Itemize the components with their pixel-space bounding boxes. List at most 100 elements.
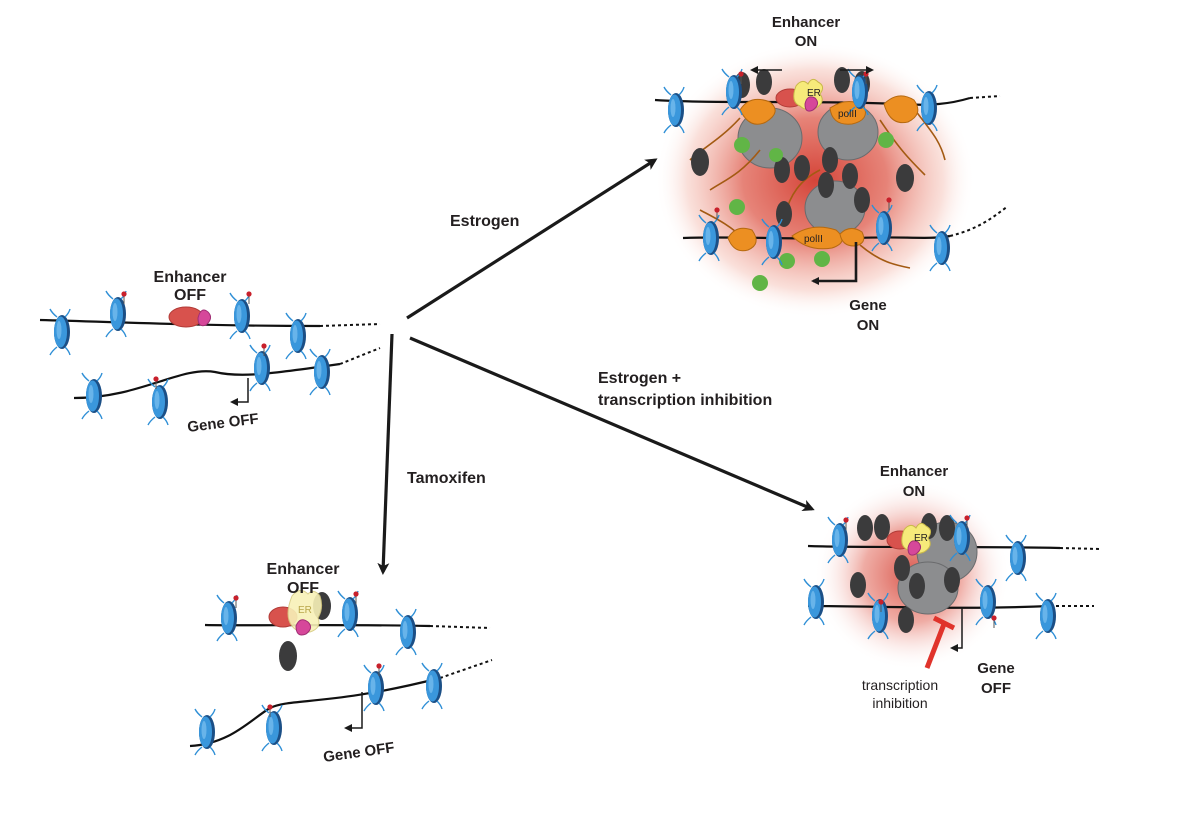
green-factor bbox=[878, 132, 894, 148]
er-label: ER bbox=[914, 533, 928, 544]
inhibitor-label-line2: inhibition bbox=[872, 695, 927, 711]
inhibitor-label-line1: transcription bbox=[862, 677, 938, 693]
nucleosome-icon bbox=[285, 312, 307, 360]
green-factor bbox=[779, 253, 795, 269]
tamoxifen-gene-label: Gene OFF bbox=[322, 739, 395, 766]
green-factor bbox=[769, 148, 783, 162]
polii-protein bbox=[839, 228, 865, 247]
dark-protein bbox=[842, 163, 858, 189]
polii-tail bbox=[914, 109, 946, 161]
dna-dashed-end bbox=[1059, 547, 1101, 550]
transcription-start-arrow-icon bbox=[950, 608, 963, 652]
initial-enhancer-title: Enhancer bbox=[154, 269, 227, 286]
polii-tail bbox=[859, 244, 911, 269]
initial-enhancer-state: OFF bbox=[174, 287, 206, 304]
dark-protein bbox=[898, 607, 914, 633]
polii-tail bbox=[879, 119, 926, 176]
inhibition-bar-icon bbox=[924, 615, 956, 669]
dna-dashed-end bbox=[339, 347, 381, 365]
nucleosome-icon bbox=[105, 290, 127, 338]
dna-dashed-end bbox=[429, 625, 491, 629]
inhibition-arrow-label-line1: Estrogen + bbox=[598, 370, 681, 387]
nucleosome-icon bbox=[194, 708, 216, 756]
dark-protein bbox=[909, 573, 925, 599]
dark-protein bbox=[834, 67, 850, 93]
nucleosome-icon bbox=[249, 344, 271, 392]
dark-protein bbox=[857, 515, 873, 541]
dna-dashed-end bbox=[969, 95, 1001, 99]
tamoxifen-state-panel: ER Enhancer OFF Gene OFF bbox=[189, 561, 493, 766]
polii-protein bbox=[727, 227, 757, 252]
nucleosome-icon bbox=[216, 594, 238, 642]
nucleosome-icon bbox=[1035, 592, 1057, 640]
gene-dna-strand bbox=[73, 362, 341, 400]
cofactor bbox=[804, 96, 819, 112]
inhibition-gene-title: Gene bbox=[977, 660, 1015, 677]
dark-protein bbox=[774, 157, 790, 183]
nucleosome-icon bbox=[395, 608, 417, 656]
estrogen-enhancer-state: ON bbox=[795, 33, 818, 50]
estrogen-gene-state: ON bbox=[857, 317, 880, 334]
nucleosome-icon bbox=[337, 590, 359, 638]
nucleosome-icon bbox=[421, 662, 443, 710]
estrogen-enhancer-title: Enhancer bbox=[772, 14, 841, 31]
er-label: ER bbox=[298, 605, 312, 616]
transition-arrows bbox=[377, 158, 815, 575]
polii-label: polII bbox=[804, 234, 823, 245]
green-factor bbox=[814, 251, 830, 267]
transcription-start-arrow-icon bbox=[230, 378, 249, 406]
er-protein bbox=[287, 590, 323, 633]
green-factor bbox=[752, 275, 768, 291]
polii-protein bbox=[739, 98, 776, 125]
polii-protein bbox=[883, 95, 919, 124]
nucleosome-icon bbox=[363, 664, 385, 712]
nucleosome-icon bbox=[81, 372, 103, 420]
cofactor bbox=[907, 540, 922, 556]
tamoxifen-enhancer-state: OFF bbox=[287, 580, 319, 597]
polii-tail bbox=[709, 149, 761, 191]
dark-protein bbox=[894, 555, 910, 581]
nucleosome-icon bbox=[229, 292, 251, 340]
tamoxifen-arrow-label: Tamoxifen bbox=[407, 470, 486, 487]
dark-protein bbox=[818, 172, 834, 198]
estrogen-arrow-label: Estrogen bbox=[450, 213, 519, 230]
tamoxifen-enhancer-title: Enhancer bbox=[267, 561, 340, 578]
dark-protein bbox=[874, 514, 890, 540]
dark-protein bbox=[854, 187, 870, 213]
dark-protein bbox=[896, 164, 914, 192]
dark-protein bbox=[944, 567, 960, 593]
dna-dashed-end bbox=[949, 205, 1009, 237]
initial-gene-label: Gene OFF bbox=[186, 410, 259, 436]
dark-protein bbox=[822, 147, 838, 173]
estrogen-state-panel: ER polII polII Enhancer ON Gene ON bbox=[654, 14, 1009, 334]
transcription-start-arrow-icon bbox=[811, 242, 858, 285]
dark-protein bbox=[850, 572, 866, 598]
cofactor bbox=[197, 309, 212, 327]
cofactor bbox=[295, 619, 312, 636]
dark-protein bbox=[756, 69, 772, 95]
nucleosome-icon bbox=[309, 348, 331, 396]
dark-protein bbox=[279, 641, 297, 671]
estrogen-gene-title: Gene bbox=[849, 297, 887, 314]
gene-dna-strand bbox=[189, 676, 441, 748]
inhibition-enhancer-state: ON bbox=[903, 483, 926, 500]
nucleosome-icon bbox=[49, 308, 71, 356]
dna-dashed-end bbox=[319, 323, 381, 327]
dark-protein bbox=[691, 148, 709, 176]
inhibition-state-panel: ER Enhancer ON transcription inhibition … bbox=[803, 463, 1101, 711]
dna-dashed-end bbox=[439, 659, 493, 679]
initial-state-panel: Enhancer OFF Gene OFF bbox=[39, 269, 381, 436]
inhibition-gene-state: OFF bbox=[981, 680, 1011, 697]
dark-protein bbox=[776, 201, 792, 227]
polii-label: polII bbox=[838, 109, 857, 120]
enhancer-dna-strand bbox=[39, 318, 321, 328]
nucleosome-icon bbox=[147, 378, 169, 426]
inhibition-arrow-label-line2: transcription inhibition bbox=[598, 392, 772, 409]
inhibition-enhancer-title: Enhancer bbox=[880, 463, 949, 480]
transcription-start-arrow-icon bbox=[344, 692, 363, 732]
green-factor bbox=[729, 199, 745, 215]
dark-protein bbox=[794, 155, 810, 181]
er-label: ER bbox=[807, 88, 821, 99]
estrogen-arrow bbox=[406, 158, 658, 320]
